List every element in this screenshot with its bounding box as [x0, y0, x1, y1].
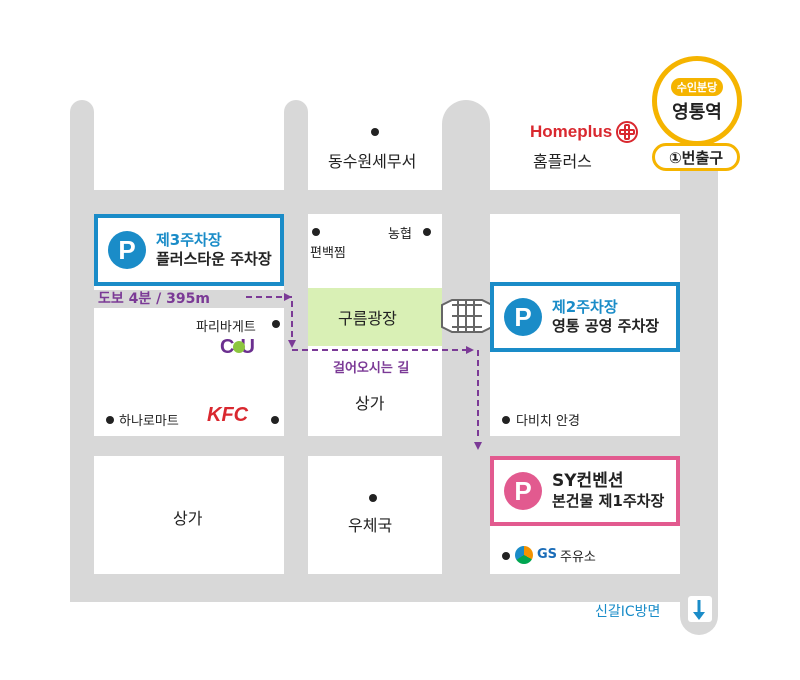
- nonghyup-label: 농협: [388, 227, 412, 242]
- route-arrow-right: [466, 346, 474, 354]
- post-office-label: 우체국: [348, 516, 393, 535]
- homeplus-logo: Homeplus: [530, 121, 639, 143]
- walking-path-label: 걸어오시는 길: [333, 361, 410, 376]
- route-arrow-down: [288, 340, 296, 348]
- pyeonbaekjjim-dot: [312, 228, 320, 236]
- hana-mart-dot: [106, 416, 114, 424]
- direction-arrow-icon: [688, 596, 712, 622]
- kfc-logo: KFC: [207, 404, 249, 426]
- road-left-vertical: [70, 100, 94, 600]
- plaza-area: [308, 288, 442, 346]
- parking-1-p-icon: P: [504, 472, 542, 510]
- homeplus-cross-icon: [616, 121, 639, 143]
- davich-dot: [502, 416, 510, 424]
- parking-2-name: 영통 공영 주차장: [552, 317, 660, 335]
- station-exit[interactable]: ①번출구: [652, 143, 740, 171]
- parking-3-label: 제3주차장: [156, 231, 222, 250]
- station-line-badge: 수인분당: [670, 78, 724, 96]
- road-small-horizontal: [94, 290, 284, 308]
- roads: [70, 100, 718, 635]
- bridge-icon: [441, 299, 493, 333]
- parking-3-name: 플러스타운 주차장: [156, 250, 272, 268]
- road-mid-horizontal: [70, 436, 718, 456]
- homeplus-logo-text: Homeplus: [530, 122, 613, 141]
- gs-logo-icon: [515, 546, 533, 564]
- gs-dot: [502, 552, 510, 560]
- cu-logo-clover-icon: [233, 341, 245, 353]
- gs-station-label: 주유소: [560, 550, 596, 565]
- paris-baguette-label: 파리바게트: [196, 320, 256, 335]
- gs-logo-text: GS: [537, 547, 558, 562]
- road-bottom-horizontal: [70, 574, 718, 602]
- post-office-dot: [369, 494, 377, 502]
- parking-3-box[interactable]: P 제3주차장 플러스타운 주차장: [94, 214, 284, 286]
- shops-center-label: 상가: [355, 394, 385, 413]
- parking-3-p-icon: P: [108, 231, 146, 269]
- walk-time-label: 도보 4분 / 395m: [98, 291, 210, 307]
- plaza-label: 구름광장: [338, 309, 397, 328]
- tax-office-label: 동수원세무서: [328, 152, 417, 171]
- direction-label: 신갈IC방면: [595, 604, 661, 620]
- route-arrow-right: [284, 293, 292, 301]
- nonghyup-dot: [423, 228, 431, 236]
- road-top-horizontal: [70, 190, 718, 214]
- station-name: 영통역: [672, 102, 722, 123]
- parking-1-line2: 본건물 제1주차장: [552, 492, 665, 511]
- parking-1-line1: SY컨벤션: [552, 471, 624, 491]
- road-right-vertical: [680, 140, 718, 635]
- route-arrow-down: [474, 442, 482, 450]
- parking-2-label: 제2주차장: [552, 298, 618, 317]
- hana-mart-label: 하나로마트: [119, 414, 179, 429]
- station-exit-label: ①번출구: [668, 148, 724, 167]
- kfc-dot: [271, 416, 279, 424]
- parking-2-p-icon: P: [504, 298, 542, 336]
- paris-baguette-dot: [272, 320, 280, 328]
- parking-1-box[interactable]: P SY컨벤션 본건물 제1주차장: [490, 456, 680, 526]
- homeplus-label: 홈플러스: [533, 152, 592, 171]
- station-marker[interactable]: 수인분당 영통역: [652, 56, 742, 146]
- tax-office-dot: [371, 128, 379, 136]
- shops-bottom-left-label: 상가: [173, 509, 203, 528]
- davich-label: 다비치 안경: [516, 414, 580, 429]
- pyeonbaekjjim-label: 편백찜: [310, 246, 346, 261]
- route-arrowheads: [284, 293, 482, 450]
- parking-2-box[interactable]: P 제2주차장 영통 공영 주차장: [490, 282, 680, 352]
